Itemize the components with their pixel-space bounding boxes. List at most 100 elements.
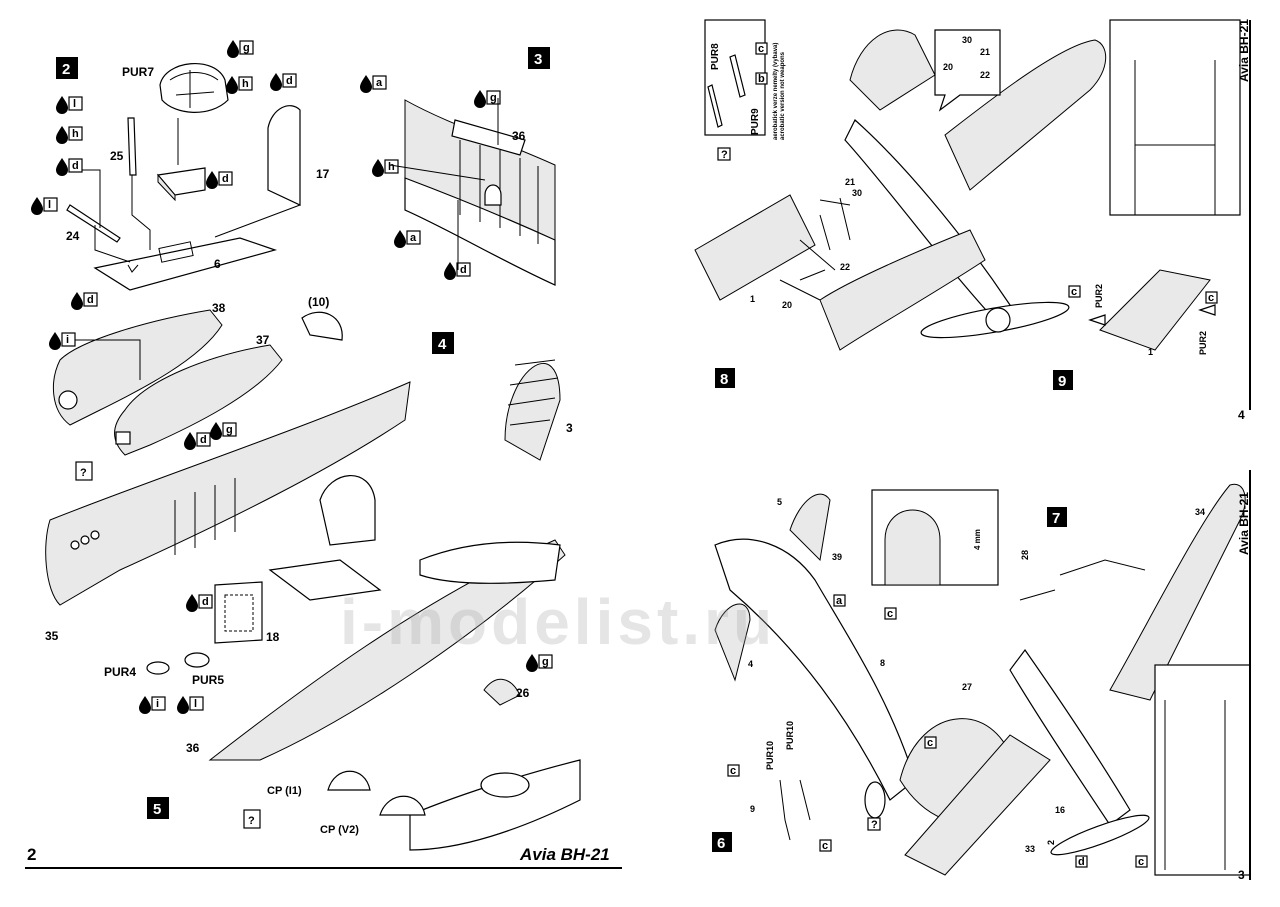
paint-marker-d6: d [184,432,211,450]
svg-text:i: i [66,334,69,346]
paint-marker-l3: l [177,696,204,714]
bottom-view-struts [1164,700,1226,870]
paint-marker-c6: c [727,764,740,777]
label-36-top: 36 [512,129,526,143]
svg-text:a: a [836,595,843,607]
label-38: 38 [212,301,226,315]
label-37: 37 [256,333,270,347]
svg-text:i: i [156,698,159,710]
part-pur4 [146,661,170,675]
label-cp-v2: CP (V2) [320,824,359,836]
lower-wing-33 [904,734,1051,876]
bottom-view-frame [1154,664,1251,876]
paint-marker-h1: h [226,76,253,94]
paint-marker-c5: c [924,736,937,749]
paint-marker-c7: c [819,839,832,852]
struts-step7 [1019,559,1146,601]
fuselage-step7 [1009,648,1131,826]
stick-part [127,117,137,176]
label-30: 30 [962,35,972,45]
label-18: 18 [266,630,280,644]
page-title-right-top: Avia BH-21 [1237,19,1251,82]
top-view-struts [1134,60,1216,215]
label-20: 20 [943,62,953,72]
label-6: 6 [214,257,221,271]
coaming-part [451,119,526,156]
part-pur5 [184,652,210,668]
floor-plate-part [93,237,278,291]
label-21-b: 21 [845,177,855,187]
label-5: 5 [777,497,782,507]
struts-parts [779,199,851,301]
svg-text:d: d [87,294,94,306]
cowl-38-hole [58,390,78,410]
engine-step6 [864,781,886,819]
paint-marker-c3: c [1205,291,1218,304]
cockpit-opening [480,772,530,798]
svg-text:a: a [410,232,417,244]
svg-text:a: a [376,77,383,89]
paint-marker-d7: d [186,594,213,612]
paint-marker-l2: l [31,197,58,215]
question-box-right-2 [867,817,881,831]
svg-text:h: h [388,161,395,173]
label-21: 21 [980,47,990,57]
step-3-number: 3 [534,51,542,68]
rudder-bar-part [66,204,121,243]
label-4: 4 [748,659,753,669]
svg-text:g: g [542,656,549,668]
step-5-box [147,797,169,819]
lower-wing-right [819,229,986,351]
paint-marker-c1: c [755,42,768,55]
paint-marker-i1: i [49,332,76,350]
svg-text:d: d [200,434,207,446]
svg-text:d: d [202,596,209,608]
instruction-page-right: PUR8 PUR9 aerobatick verze nemelty (vyba… [640,0,1280,907]
svg-text:b: b [758,73,765,85]
instrument-part [484,184,502,206]
label-17: 17 [316,167,330,181]
paint-marker-b1: b [755,72,768,85]
fuselage-frames [174,478,236,555]
paint-marker-h2: h [56,126,83,144]
label-pur4: PUR4 [104,665,136,679]
struts-lines [799,197,851,281]
paint-marker-l1: l [56,96,83,114]
label-24: 24 [66,229,80,243]
paint-marker-c4: c [884,607,897,620]
fuselage-lower-panel [404,177,556,286]
svg-text:h: h [242,78,249,90]
label-pur5: PUR5 [192,673,224,687]
windscreen-i1 [327,770,371,791]
upper-wing-right [944,39,1107,191]
svg-text:d: d [72,160,79,172]
leader-line [75,339,141,380]
seat-box-side [157,173,176,202]
svg-text:c: c [1138,856,1144,868]
propeller-step7 [1050,814,1150,856]
label-pur2-b: PUR2 [1198,331,1208,355]
part-pur9 [707,84,723,128]
label-39: 39 [832,552,842,562]
paint-marker-c8: c [1135,855,1148,868]
note-line-1: aerobatick verze nemelty (vybava) [773,43,779,140]
svg-text:c: c [822,840,828,852]
label-pur10-a: PUR10 [765,741,775,770]
fuselage-tail-section [419,541,561,584]
paint-marker-i2: i [139,696,166,714]
label-30-b: 30 [852,188,862,198]
cockpit-detail-section [409,759,581,851]
question-mark-right-1: ? [721,149,728,161]
part-pur2-right [1198,304,1216,316]
svg-text:c: c [758,43,764,55]
step-6-number: 6 [717,835,725,852]
label-20-b: 20 [782,300,792,310]
step-9-number: 9 [1058,373,1066,390]
fuselage-half-left [45,381,411,606]
svg-text:d: d [1078,856,1085,868]
svg-text:c: c [730,765,736,777]
svg-text:g: g [226,424,233,436]
label-pur10-b: PUR10 [785,721,795,750]
paint-marker-d2: d [56,158,83,176]
step-3-box [528,47,550,69]
